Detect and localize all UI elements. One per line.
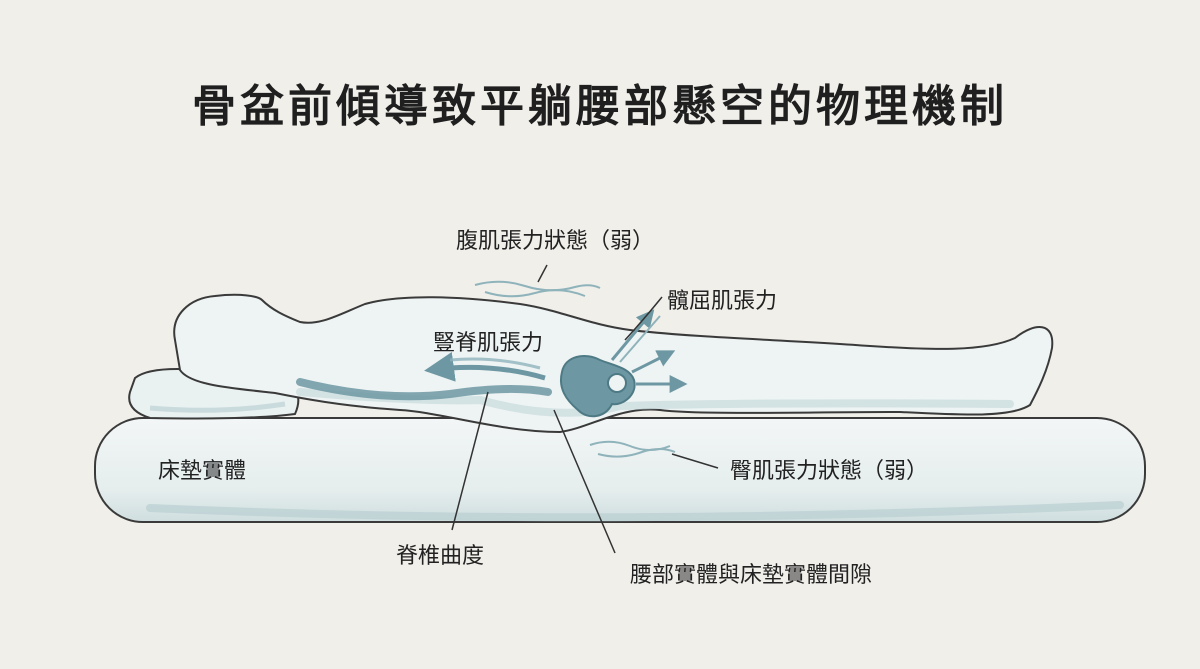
hip-flexor-arrows (610, 309, 688, 393)
label-erector-tension: 豎脊肌張力 (433, 331, 543, 356)
label-abdominal-tension: 腹肌張力狀態（弱） (456, 229, 654, 254)
label-mattress: 床墊實體 (158, 459, 246, 484)
gluteal-wave-lines (589, 440, 676, 458)
diagram-title: 骨盆前傾導致平躺腰部懸空的物理機制 (192, 81, 1008, 132)
erector-tension-arrow (424, 351, 546, 382)
label-gluteal-tension: 臀肌張力狀態（弱） (730, 459, 928, 484)
label-spine-curvature: 脊椎曲度 (396, 544, 484, 569)
mattress (94, 417, 1146, 523)
human-body (173, 293, 1054, 434)
leader-lines (451, 264, 719, 554)
erector-tension-arrow-2 (449, 357, 541, 370)
label-lumbar-gap: 腰部實體與床墊實體間隙 (630, 563, 872, 588)
spine-curve (296, 378, 552, 401)
pelvis-bone (560, 355, 636, 418)
label-hip-flexor-tension: 髖屈肌張力 (667, 289, 777, 314)
abdominal-wave-lines (474, 280, 601, 298)
